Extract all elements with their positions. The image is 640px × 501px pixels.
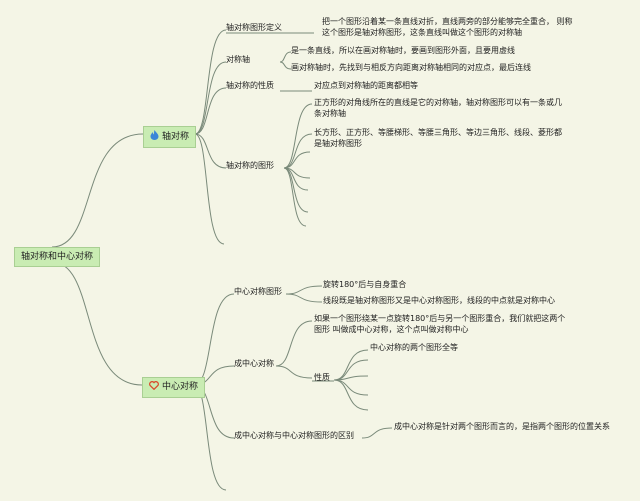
connector-nature-1 xyxy=(333,349,369,381)
flame-icon xyxy=(150,130,159,144)
connector-axis-shapes xyxy=(194,133,227,169)
axis-symmetry-label: 轴对称 xyxy=(162,132,190,142)
axis-shapes-label: 轴对称的图形 xyxy=(226,161,274,170)
connector-shapes-1 xyxy=(283,133,313,169)
connector-sym-nature xyxy=(275,365,313,379)
heart-icon xyxy=(149,381,159,394)
center-nature-text-1: 中心对称的两个图形全等 xyxy=(370,343,458,352)
center-diff-text: 成中心对称是针对两个图形而言的，是指两个图形的位置关系 xyxy=(394,422,610,431)
connector-nature-3 xyxy=(333,375,369,381)
connector-shapes-2 xyxy=(283,151,311,169)
center-fig-text-1: 旋转180°后与自身重合 xyxy=(323,280,407,289)
center-sym-label: 成中心对称 xyxy=(234,359,274,368)
center-fig-label: 中心对称图形 xyxy=(234,287,282,296)
connector-axis-prop xyxy=(194,87,227,135)
connector-nature-5 xyxy=(333,379,369,411)
connector-root-axis xyxy=(51,133,144,248)
connector-diff-text xyxy=(361,427,393,439)
axis-shapes-text-1: 正方形的对角线所在的直线是它的对称轴，轴对称图形可以有一条或几条对称轴 xyxy=(314,98,562,118)
center-fig-text-2: 线段既是轴对称图形又是中心对称图形，线段的中点就是对称中心 xyxy=(323,296,555,305)
center-diff-label: 成中心对称与中心对称图形的区别 xyxy=(234,431,354,440)
center-symmetry-node[interactable]: 中心对称 xyxy=(142,377,206,398)
connector-root-center xyxy=(51,261,143,386)
axis-prop-text: 对应点到对称轴的距离都相等 xyxy=(314,81,418,90)
connector-symaxis-1 xyxy=(279,51,292,63)
sym-axis-label: 对称轴 xyxy=(226,55,250,64)
connector-sym-def xyxy=(275,320,313,367)
axis-def-text: 把一个图形沿着某一条直线对折，直线两旁的部分能够完全重合， 则称这个图形是轴对称… xyxy=(322,17,573,37)
axis-prop-label: 轴对称的性质 xyxy=(226,81,274,90)
connector-fig-2 xyxy=(285,293,323,303)
axis-shapes-text-2: 长方形、正方形、等腰梯形、等腰三角形、等边三角形、线段、菱形都是轴对称图形 xyxy=(314,128,562,148)
connector-symaxis-2 xyxy=(279,61,292,70)
connector-axis-def xyxy=(194,29,227,135)
connector-shapes-6 xyxy=(283,167,307,227)
root-node[interactable]: 轴对称和中心对称 xyxy=(14,247,101,267)
center-nature-label: 性质 xyxy=(314,373,330,382)
sym-axis-text-2: 画对称轴时，先找到与相反方向距离对称轴相同的对应点，最后连线 xyxy=(291,63,531,72)
connector-shapes-0 xyxy=(283,103,313,169)
axis-def-label: 轴对称图形定义 xyxy=(226,23,282,32)
connector-center-fig xyxy=(193,293,235,386)
axis-symmetry-node[interactable]: 轴对称 xyxy=(143,126,197,148)
connector-center-empty xyxy=(193,384,227,491)
connector-axis-empty xyxy=(194,133,225,245)
center-sym-def: 如果一个图形绕某一点旋转180°后与另一个图形重合，我们就把这两个图形 叫做成中… xyxy=(314,314,566,334)
root-label: 轴对称和中心对称 xyxy=(21,252,94,262)
connector-nature-4 xyxy=(333,379,369,396)
connector-axis-symaxis xyxy=(194,61,227,135)
connector-fig-1 xyxy=(285,285,323,295)
sym-axis-text-1: 是一条直线，所以在画对称轴时，要画到图形外面，且要用虚线 xyxy=(291,46,515,55)
center-symmetry-label: 中心对称 xyxy=(162,382,199,392)
